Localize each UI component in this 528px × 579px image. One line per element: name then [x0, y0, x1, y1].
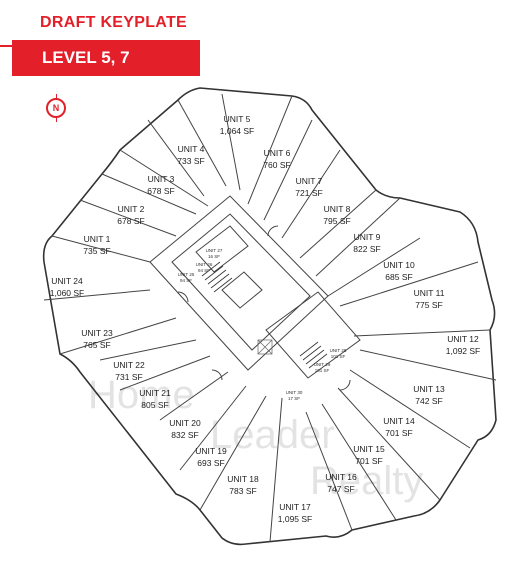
banner-accent-line	[0, 45, 12, 47]
unit-23-area: 765 SF	[83, 340, 110, 350]
unit-3-area: 678 SF	[147, 186, 174, 196]
unit-12-area: 1,092 SF	[446, 346, 481, 356]
unit-9-name: UNIT 9	[354, 232, 381, 242]
unit-9-area: 822 SF	[353, 244, 380, 254]
unit-28-area: 101 SF	[331, 354, 346, 359]
unit-2-area: 678 SF	[117, 216, 144, 226]
unit-7-area: 721 SF	[295, 188, 322, 198]
unit-14-area: 701 SF	[385, 428, 412, 438]
small-unit-labels: UNIT 25 94 SF UNIT 26 94 SF UNIT 27 16 S…	[178, 248, 347, 401]
unit-20-name: UNIT 20	[169, 418, 201, 428]
unit-11-area: 775 SF	[415, 300, 442, 310]
watermark-word-1: Home	[88, 373, 195, 417]
unit-12-name: UNIT 12	[447, 334, 479, 344]
north-letter: N	[52, 103, 60, 113]
unit-26-name: UNIT 26	[196, 262, 213, 267]
watermark: Home Leader Realty	[88, 373, 423, 503]
unit-2-name: UNIT 2	[118, 204, 145, 214]
unit-16-name: UNIT 16	[325, 472, 357, 482]
unit-6-name: UNIT 6	[264, 148, 291, 158]
unit-24-area: 1,060 SF	[50, 288, 85, 298]
unit-28-name: UNIT 28	[330, 348, 347, 353]
level-label: LEVEL 5, 7	[42, 48, 130, 67]
unit-3-name: UNIT 3	[148, 174, 175, 184]
unit-labels: UNIT 1 735 SF UNIT 2 678 SF UNIT 3 678 S…	[50, 114, 481, 524]
unit-13-name: UNIT 13	[413, 384, 445, 394]
unit-14-name: UNIT 14	[383, 416, 415, 426]
unit-25-name: UNIT 25	[178, 272, 195, 277]
unit-4-area: 733 SF	[177, 156, 204, 166]
unit-walls	[43, 93, 497, 543]
unit-8-area: 795 SF	[323, 216, 350, 226]
unit-8-name: UNIT 8	[324, 204, 351, 214]
unit-4-name: UNIT 4	[178, 144, 205, 154]
unit-23-name: UNIT 23	[81, 328, 113, 338]
unit-7-name: UNIT 7	[296, 176, 323, 186]
unit-1-name: UNIT 1	[84, 234, 111, 244]
unit-18-name: UNIT 18	[227, 474, 259, 484]
unit-22-name: UNIT 22	[113, 360, 145, 370]
unit-1-area: 735 SF	[83, 246, 110, 256]
unit-15-area: 701 SF	[355, 456, 382, 466]
unit-30-area: 17 SF	[288, 396, 300, 401]
unit-17-area: 1,095 SF	[278, 514, 313, 524]
unit-29-name: UNIT 29	[314, 362, 331, 367]
unit-21-name: UNIT 21	[139, 388, 171, 398]
unit-27-area: 16 SF	[208, 254, 220, 259]
unit-22-area: 731 SF	[115, 372, 142, 382]
unit-30-name: UNIT 30	[286, 390, 303, 395]
unit-15-name: UNIT 15	[353, 444, 385, 454]
unit-5-area: 1,064 SF	[220, 126, 255, 136]
watermark-word-3: Realty	[310, 459, 423, 503]
north-tick-bottom	[56, 118, 57, 122]
elevator-icon	[257, 339, 273, 355]
unit-21-area: 805 SF	[141, 400, 168, 410]
unit-5-name: UNIT 5	[224, 114, 251, 124]
unit-19-name: UNIT 19	[195, 446, 227, 456]
unit-20-area: 832 SF	[171, 430, 198, 440]
unit-19-area: 693 SF	[197, 458, 224, 468]
unit-25-area: 94 SF	[180, 278, 192, 283]
unit-13-area: 742 SF	[415, 396, 442, 406]
unit-24-name: UNIT 24	[51, 276, 83, 286]
unit-10-area: 685 SF	[385, 272, 412, 282]
unit-18-area: 783 SF	[229, 486, 256, 496]
stair-icon	[201, 261, 328, 369]
level-banner: LEVEL 5, 7	[12, 40, 200, 76]
watermark-word-2: Leader	[210, 413, 335, 457]
unit-10-name: UNIT 10	[383, 260, 415, 270]
unit-17-name: UNIT 17	[279, 502, 311, 512]
north-tick-top	[56, 94, 57, 98]
draft-keyplate-title: DRAFT KEYPLATE	[40, 14, 188, 31]
unit-6-area: 760 SF	[263, 160, 290, 170]
unit-26-area: 94 SF	[198, 268, 210, 273]
north-arrow-icon: N	[46, 98, 66, 118]
unit-16-area: 747 SF	[327, 484, 354, 494]
unit-29-area: 101 SF	[315, 368, 330, 373]
unit-11-name: UNIT 11	[414, 288, 445, 298]
unit-27-name: UNIT 27	[206, 248, 223, 253]
